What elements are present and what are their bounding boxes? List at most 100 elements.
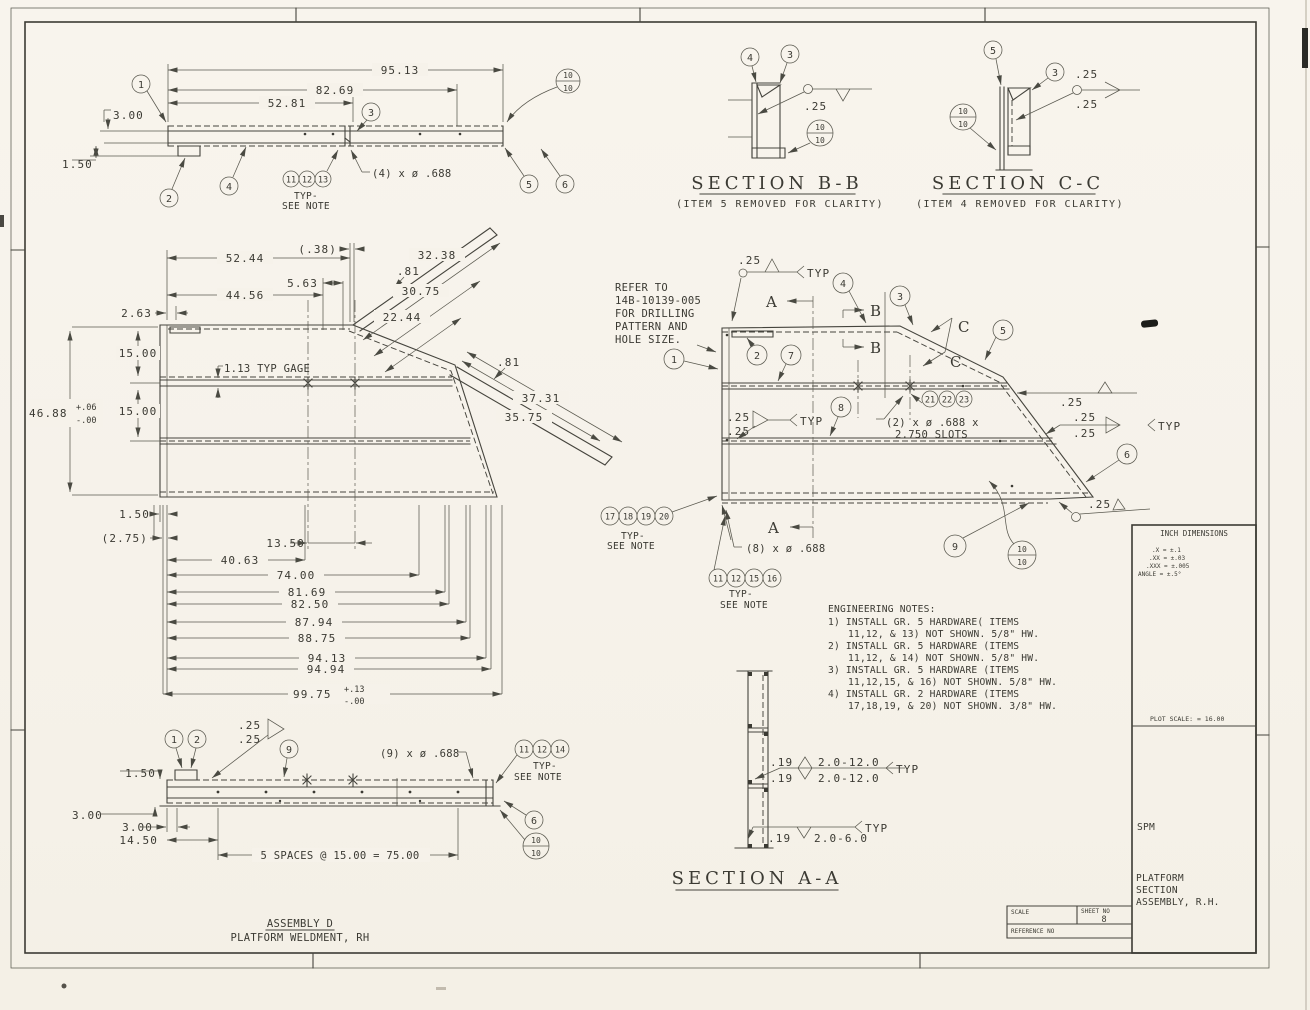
svg-text:1: 1 — [171, 735, 177, 746]
svg-text:1: 1 — [671, 355, 677, 366]
balloon-12: 12 — [298, 170, 316, 188]
svg-text:13: 13 — [318, 176, 328, 186]
bottom-view-assembly-d: 1.50 3.00 3.00 14.50 5 SPACES @ 15.00 = … — [72, 718, 570, 944]
svg-text:5: 5 — [526, 180, 532, 191]
dim-label: (2.75) — [102, 532, 148, 545]
dim-label: 30.75 — [402, 285, 441, 298]
svg-text:HOLE SIZE.: HOLE SIZE. — [615, 334, 681, 346]
tolerance-line: .X = ±.1 — [1152, 547, 1181, 554]
dim-label: 3.00 — [113, 109, 144, 122]
section-subtitle: (ITEM 4 REMOVED FOR CLARITY) — [916, 199, 1124, 210]
balloon-11: 11 — [282, 170, 300, 188]
section-a-a: .19 2.0-12.0 .19 2.0-12.0 TYP .19 2.0-6.… — [672, 670, 919, 891]
scan-artifact — [61, 983, 67, 989]
weld-symbol: .19 2.0-12.0 .19 2.0-12.0 TYP — [754, 756, 919, 785]
dim-label: 3.00 — [122, 821, 153, 834]
typ-label: TYP — [800, 415, 823, 428]
view-caption-title: ASSEMBLY D — [267, 918, 333, 930]
svg-text:22: 22 — [942, 396, 952, 406]
weld-size: .19 — [770, 756, 793, 769]
svg-text:17: 17 — [605, 513, 615, 523]
svg-text:REFER TO: REFER TO — [615, 282, 668, 294]
note-line: 2) INSTALL GR. 5 HARDWARE (ITEMS — [828, 641, 1019, 652]
weld-symbol: .25 — [757, 84, 872, 115]
svg-text:10: 10 — [531, 849, 541, 858]
drawing-title: ASSEMBLY, R.H. — [1136, 897, 1220, 908]
plot-scale: PLOT SCALE: = 16.00 — [1150, 715, 1224, 723]
see-note: SEE NOTE — [514, 772, 562, 783]
tolerance: -.00 — [76, 416, 96, 426]
svg-text:6: 6 — [531, 816, 537, 827]
slot-callout: 2.750 SLOTS — [895, 429, 968, 441]
weld-symbol: .25 .25 TYP — [727, 410, 823, 440]
balloon-2: 2 — [187, 729, 207, 769]
weld-symbol: .25 .25 TYP — [1045, 411, 1180, 440]
dim-label: 94.94 — [307, 663, 346, 676]
balloon-group-11-12-14: 11 12 14 TYP- SEE NOTE — [495, 739, 570, 784]
see-note: SEE NOTE — [607, 541, 655, 552]
hole-callout: (4) x ø .688 — [372, 168, 451, 180]
scan-artifact — [436, 987, 446, 990]
dim-label: 1.50 — [119, 508, 150, 521]
typ-label: TYP — [896, 763, 919, 776]
weld-size: .25 — [238, 719, 261, 732]
balloon-3: 3 — [1031, 62, 1065, 91]
svg-text:23: 23 — [959, 396, 969, 406]
balloon-4: 4 — [740, 47, 760, 83]
balloon-group-17-20: 17 18 19 20 TYP- SEE NOTE — [600, 495, 718, 552]
svg-text:2: 2 — [754, 351, 760, 362]
svg-text:10: 10 — [815, 123, 825, 132]
typ-note: TYP- — [533, 761, 557, 772]
weld-symbol: .25 .25 — [1015, 68, 1140, 121]
balloon-9: 9 — [279, 739, 299, 778]
svg-text:10: 10 — [1017, 545, 1027, 554]
top-view-side-elevation: 95.13 82.69 52.81 3.00 1.50 1 2 4 11 12 … — [62, 63, 581, 212]
section-letter-b: B — [870, 302, 881, 320]
dim-label: 5 SPACES @ 15.00 = 75.00 — [261, 850, 420, 862]
section-letter-b: B — [870, 339, 881, 357]
flag-note-10-10: 10 10 — [499, 809, 550, 860]
dim-label: 40.63 — [221, 554, 260, 567]
tolerance-line: .XXX = ±.005 — [1146, 563, 1190, 570]
weld-size: .25 — [804, 100, 827, 113]
balloon-1: 1 — [131, 74, 167, 123]
dim-label: 46.88 — [29, 407, 68, 420]
dim-label: 44.56 — [226, 289, 265, 302]
balloon-22: 22 — [938, 390, 956, 408]
dim-label: 15.00 — [119, 405, 158, 418]
units-label: INCH DIMENSIONS — [1160, 529, 1228, 538]
balloon-6: 6 — [540, 148, 575, 194]
svg-text:8: 8 — [838, 403, 844, 414]
svg-text:14B-10139-005: 14B-10139-005 — [615, 295, 701, 307]
section-subtitle: (ITEM 5 REMOVED FOR CLARITY) — [676, 199, 884, 210]
reference-no-label: REFERENCE NO — [1011, 928, 1055, 935]
balloon-4: 4 — [219, 146, 247, 196]
svg-text:10: 10 — [815, 136, 825, 145]
typ-label: TYP — [865, 822, 888, 835]
dim-label: 32.38 — [418, 249, 457, 262]
dim-label: 99.75 — [293, 688, 332, 701]
balloon-2: 2 — [746, 337, 768, 366]
balloon-7: 7 — [777, 344, 802, 382]
tolerance-line: ANGLE = ±.5° — [1138, 571, 1181, 578]
engineering-notes: ENGINEERING NOTES: 1) INSTALL GR. 5 HARD… — [828, 604, 1057, 712]
balloon-4: 4 — [832, 272, 867, 324]
dim-label: 37.31 — [522, 392, 561, 405]
weld-size: .19 — [768, 832, 791, 845]
weld-symbol: .25 .25 — [211, 718, 285, 779]
svg-text:12: 12 — [537, 746, 547, 756]
note-line: 3) INSTALL GR. 5 HARDWARE (ITEMS — [828, 665, 1019, 676]
section-letter-c: C — [958, 318, 969, 336]
section-letter-a: A — [765, 293, 777, 311]
scan-artifact — [1302, 28, 1308, 68]
dim-label: 3.00 — [72, 809, 103, 822]
weld-size: .25 — [1073, 427, 1096, 440]
svg-text:10: 10 — [563, 71, 573, 80]
svg-text:6: 6 — [562, 180, 568, 191]
dim-label: 95.13 — [381, 64, 420, 77]
svg-text:10: 10 — [563, 84, 573, 93]
svg-text:5: 5 — [1000, 326, 1006, 337]
drawing-title: PLATFORM — [1136, 873, 1184, 884]
